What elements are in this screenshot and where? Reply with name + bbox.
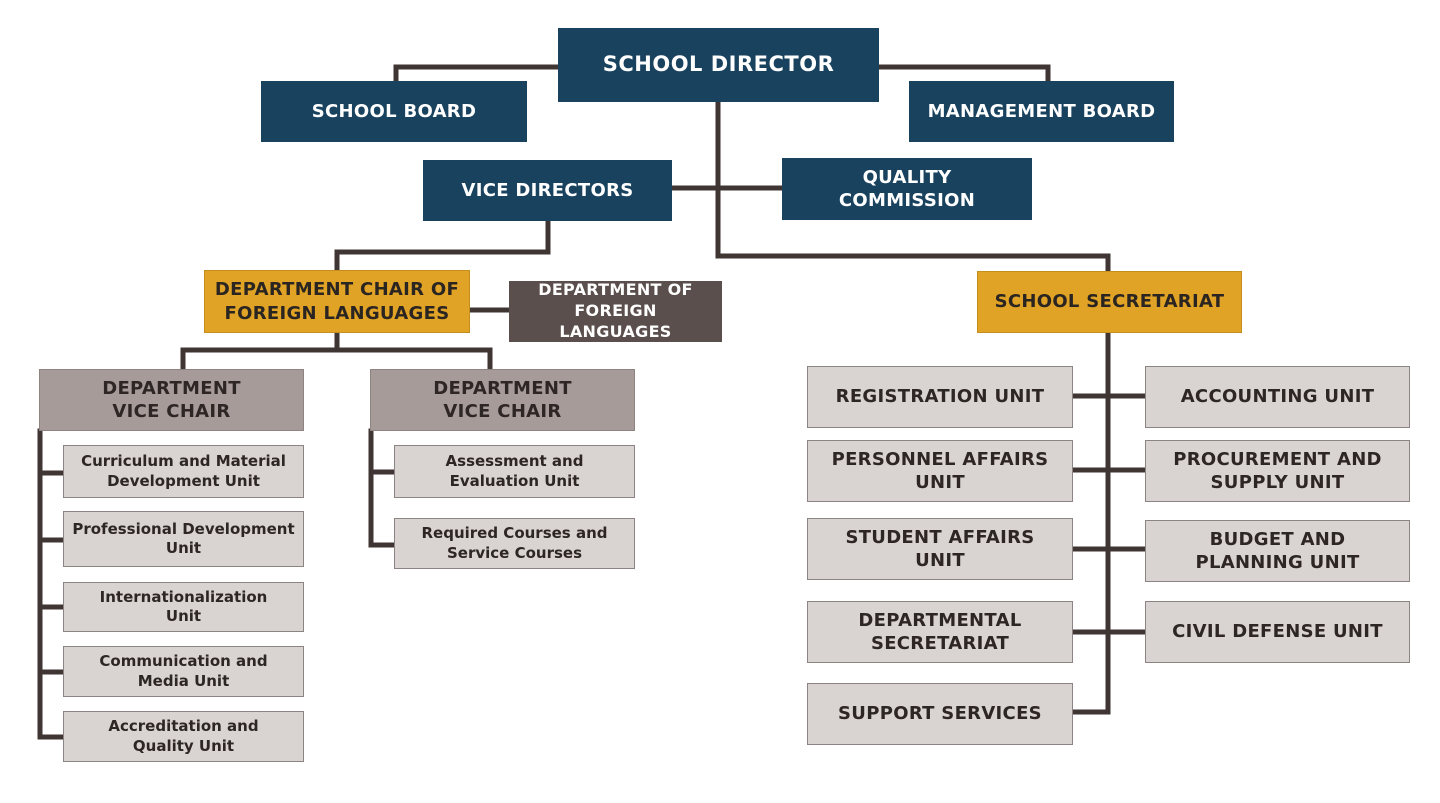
- unit-accounting: ACCOUNTING UNIT: [1145, 366, 1410, 428]
- unit-required-service-courses: Required Courses and Service Courses: [394, 518, 635, 569]
- unit-assessment-evaluation: Assessment and Evaluation Unit: [394, 445, 635, 498]
- department-vice-chair-left: DEPARTMENT VICE CHAIR: [39, 369, 304, 431]
- unit-accreditation-quality: Accreditation and Quality Unit: [63, 711, 304, 762]
- unit-support-services: SUPPORT SERVICES: [807, 683, 1073, 745]
- unit-budget-planning: BUDGET AND PLANNING UNIT: [1145, 520, 1410, 582]
- unit-internationalization: Internationalization Unit: [63, 582, 304, 632]
- quality-commission-box: QUALITY COMMISSION: [782, 158, 1032, 220]
- department-of-foreign-languages-box: DEPARTMENT OF FOREIGN LANGUAGES: [509, 280, 722, 342]
- department-vice-chair-right: DEPARTMENT VICE CHAIR: [370, 369, 635, 431]
- unit-civil-defense: CIVIL DEFENSE UNIT: [1145, 601, 1410, 663]
- school-board-box: SCHOOL BOARD: [261, 81, 527, 142]
- unit-professional-development: Professional Development Unit: [63, 511, 304, 567]
- unit-registration: REGISTRATION UNIT: [807, 366, 1073, 428]
- unit-procurement-supply: PROCUREMENT AND SUPPLY UNIT: [1145, 440, 1410, 502]
- unit-personnel-affairs: PERSONNEL AFFAIRS UNIT: [807, 440, 1073, 502]
- school-director-box: SCHOOL DIRECTOR: [558, 28, 879, 102]
- unit-curriculum-material: Curriculum and Material Development Unit: [63, 445, 304, 498]
- unit-communication-media: Communication and Media Unit: [63, 646, 304, 697]
- department-chair-box: DEPARTMENT CHAIR OF FOREIGN LANGUAGES: [204, 270, 470, 333]
- unit-departmental-secretariat: DEPARTMENTAL SECRETARIAT: [807, 601, 1073, 663]
- school-secretariat-box: SCHOOL SECRETARIAT: [977, 271, 1242, 333]
- management-board-box: MANAGEMENT BOARD: [909, 81, 1174, 142]
- vice-directors-box: VICE DIRECTORS: [423, 160, 672, 221]
- unit-student-affairs: STUDENT AFFAIRS UNIT: [807, 518, 1073, 580]
